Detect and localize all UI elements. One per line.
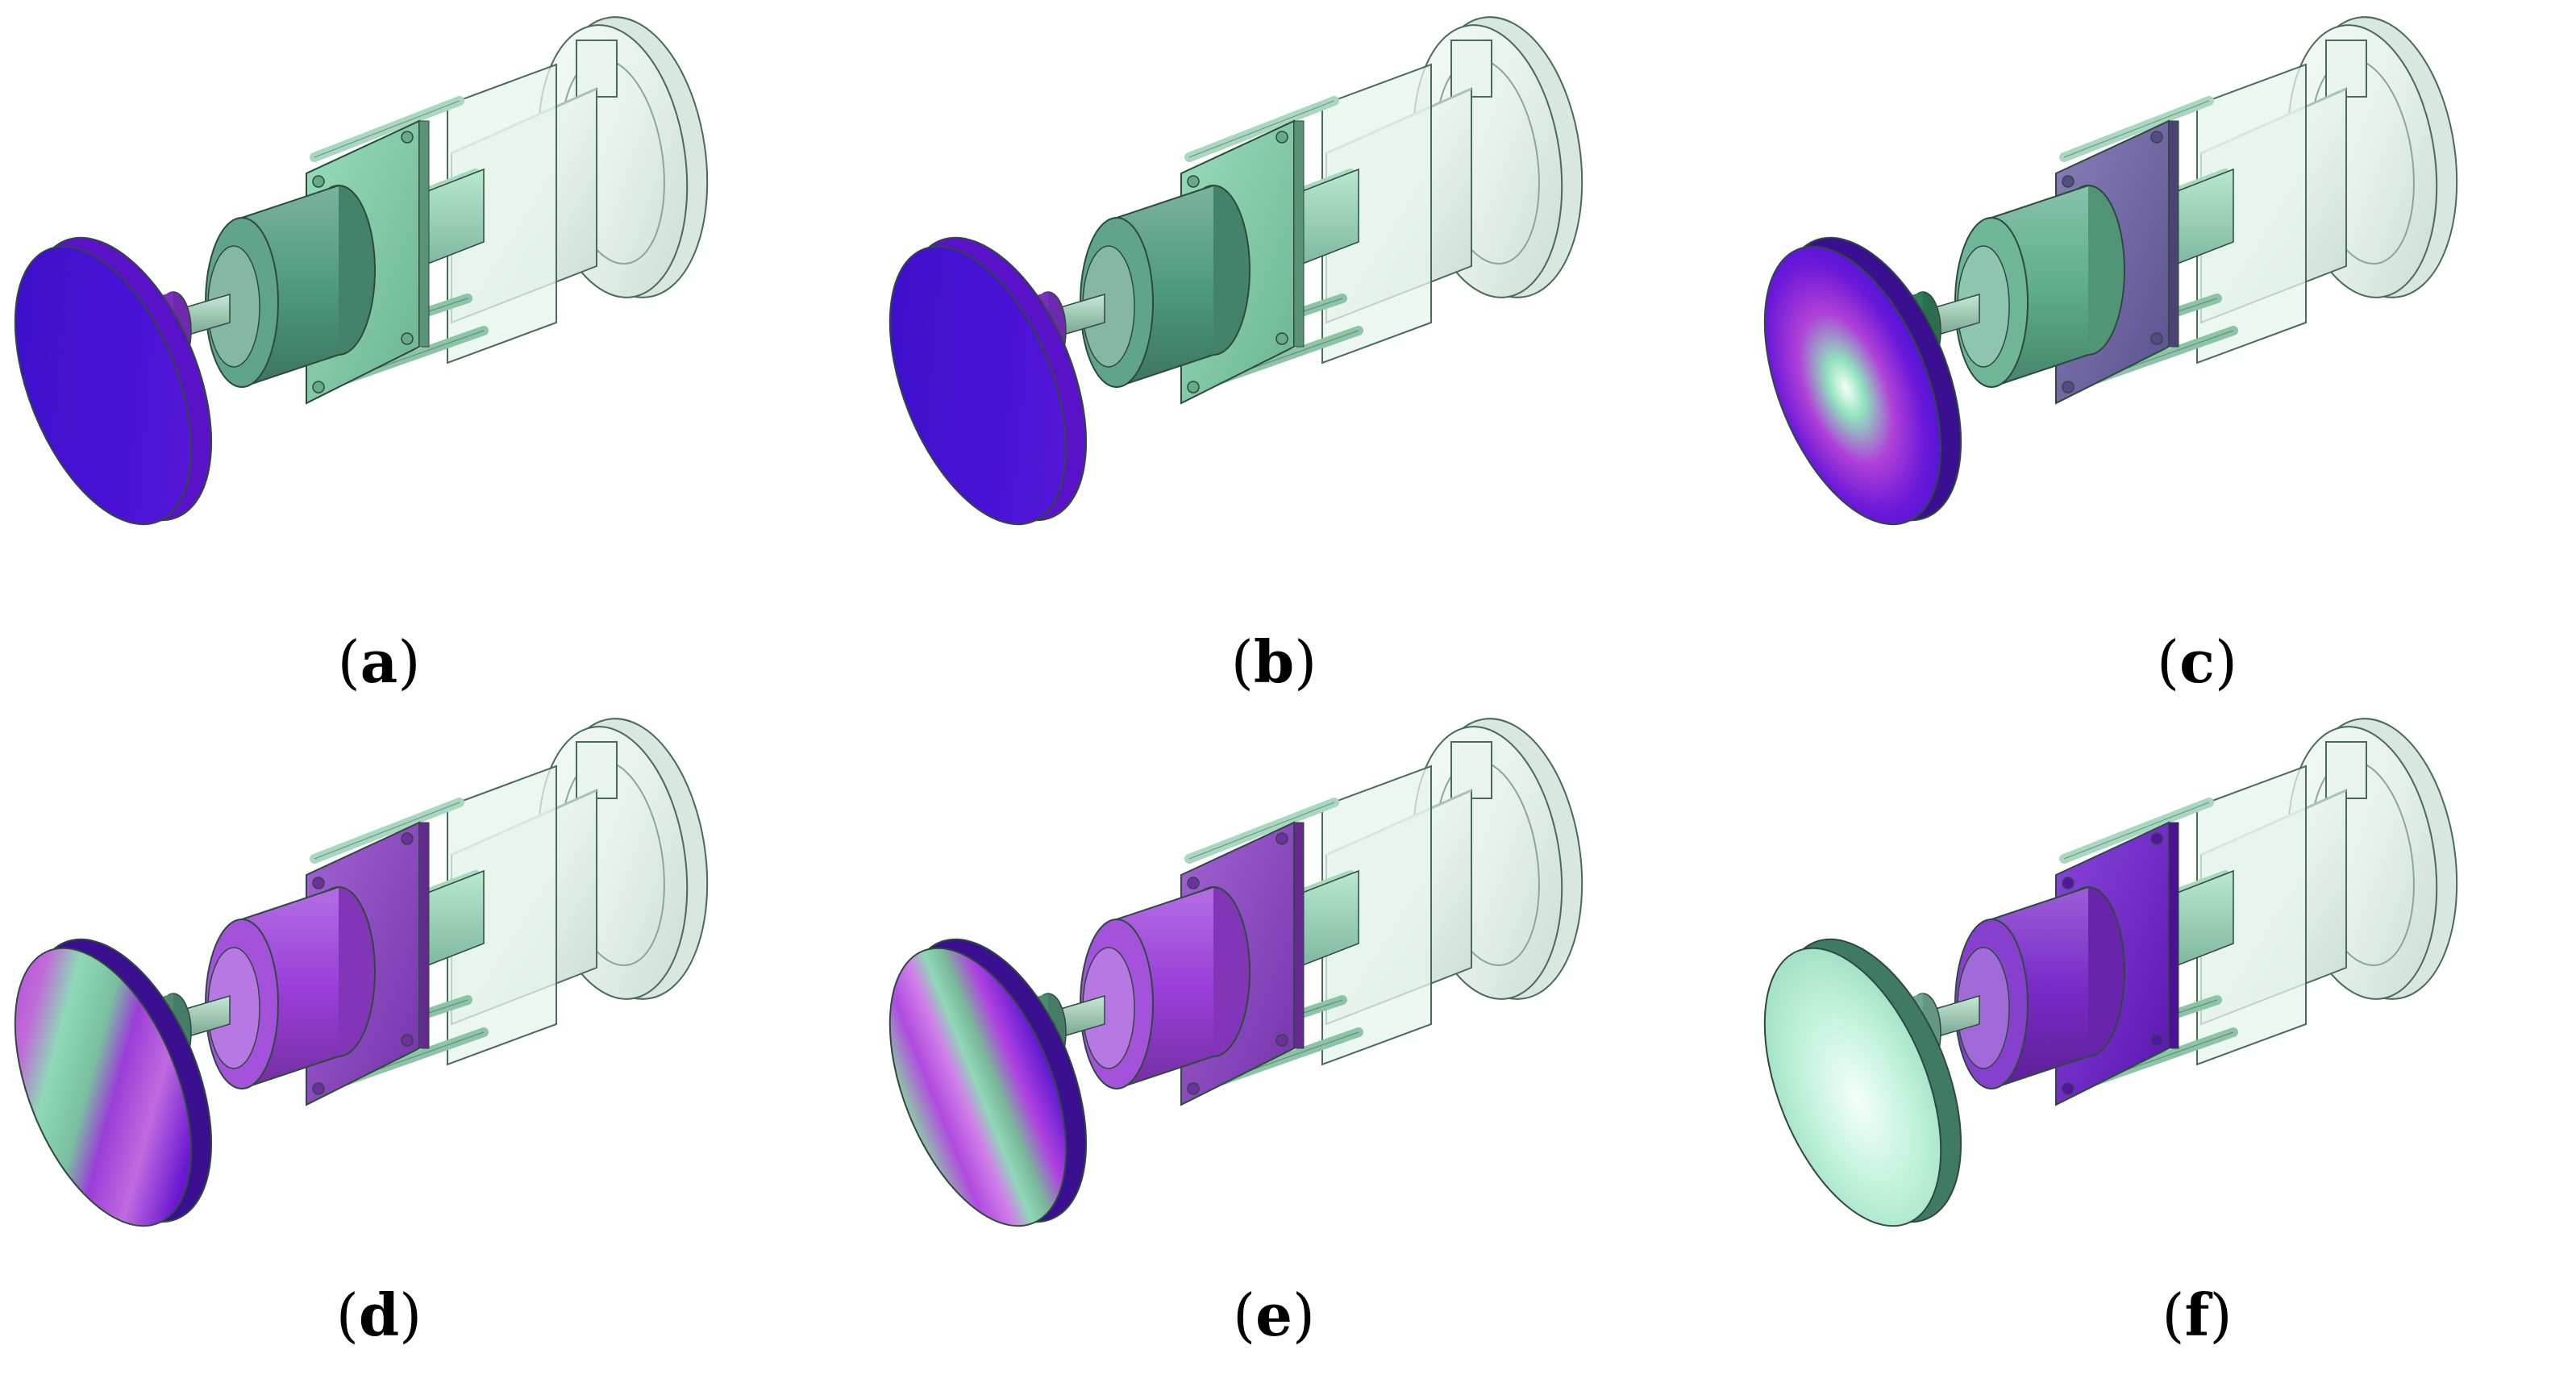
rear-plate xyxy=(447,764,557,1066)
front-plate-edge xyxy=(2168,120,2179,348)
motor-top-line xyxy=(1991,886,2089,920)
plate-bolt xyxy=(1276,332,1288,345)
plate-bolt xyxy=(401,332,414,345)
caption-paren-close: ) xyxy=(1292,1281,1315,1349)
tie-rod-outline xyxy=(1188,100,1335,158)
plate-bolt xyxy=(1187,877,1200,889)
motor-top-line xyxy=(1116,185,1214,219)
motor-bottom-line xyxy=(241,1056,339,1089)
caption-a: (a) xyxy=(258,633,500,692)
panel-d xyxy=(14,718,709,1227)
plate-bolt xyxy=(1187,1082,1200,1095)
plate-bolt xyxy=(401,131,414,144)
plate-bolt xyxy=(1276,832,1288,845)
front-plate-edge xyxy=(418,120,430,348)
caption-paren-close: ) xyxy=(1294,628,1317,696)
plate-bolt xyxy=(401,1034,414,1047)
tie-rod-outline xyxy=(2063,802,2210,860)
caption-paren-open: ( xyxy=(337,628,360,696)
caption-letter: a xyxy=(360,627,398,696)
plate-bolt xyxy=(2150,832,2163,845)
plate-bolt xyxy=(1187,381,1200,394)
plate-bolt xyxy=(312,381,325,394)
plate-bolt xyxy=(312,175,325,188)
motor-top-line xyxy=(1991,185,2089,219)
rear-tab xyxy=(576,40,618,98)
rear-plate xyxy=(1321,63,1432,364)
plate-bolt xyxy=(2150,1034,2163,1047)
caption-paren-close: ) xyxy=(2209,1281,2233,1349)
panel-b xyxy=(888,16,1583,526)
panel-f xyxy=(1763,718,2458,1227)
caption-letter: d xyxy=(358,1281,400,1349)
plate-bolt xyxy=(1276,1034,1288,1047)
motor-top-line xyxy=(241,886,339,920)
front-plate-edge xyxy=(1293,822,1305,1049)
front-plate-edge xyxy=(418,822,430,1049)
caption-f: (f) xyxy=(2076,1286,2318,1345)
disk-face xyxy=(1763,245,1942,526)
caption-d: (d) xyxy=(258,1286,500,1345)
disk-face xyxy=(888,245,1067,526)
caption-paren-close: ) xyxy=(2214,628,2238,696)
rear-plate xyxy=(447,63,557,364)
caption-letter: c xyxy=(2179,627,2215,696)
plate-bolt xyxy=(2062,877,2075,889)
plate-bolt xyxy=(2150,131,2163,144)
front-plate-edge xyxy=(1293,120,1305,348)
disk-face xyxy=(888,947,1067,1227)
motor-top-line xyxy=(1116,886,1214,920)
caption-paren-open: ( xyxy=(1230,628,1254,696)
plate-bolt xyxy=(2150,332,2163,345)
caption-e: (e) xyxy=(1153,1286,1395,1345)
plate-bolt xyxy=(2062,175,2075,188)
panel-a xyxy=(14,16,709,526)
caption-letter: b xyxy=(1253,627,1295,696)
panel-e xyxy=(888,718,1583,1227)
tie-rod-outline xyxy=(314,100,460,158)
tie-rod-outline xyxy=(1188,802,1335,860)
caption-paren-open: ( xyxy=(335,1281,359,1349)
caption-c: (c) xyxy=(2076,633,2318,692)
panel-c xyxy=(1763,16,2458,526)
front-plate-edge xyxy=(2168,822,2179,1049)
disk-face xyxy=(14,947,193,1227)
plate-bolt xyxy=(401,832,414,845)
motor-bottom-line xyxy=(1116,354,1214,388)
disk-face xyxy=(14,245,193,526)
tie-rod-outline xyxy=(314,802,460,860)
caption-letter: f xyxy=(2184,1281,2210,1349)
rear-tab xyxy=(1450,40,1492,98)
plate-bolt xyxy=(312,1082,325,1095)
plate-bolt xyxy=(312,877,325,889)
caption-paren-close: ) xyxy=(397,628,421,696)
plate-bolt xyxy=(1276,131,1288,144)
tie-rod-outline xyxy=(2063,100,2210,158)
disk-face xyxy=(1763,947,1942,1227)
plate-bolt xyxy=(2062,381,2075,394)
plate-bolt xyxy=(2062,1082,2075,1095)
motor-bottom-line xyxy=(241,354,339,388)
rear-tab xyxy=(2325,40,2367,98)
rear-tab xyxy=(2325,741,2367,799)
caption-paren-open: ( xyxy=(2156,628,2180,696)
caption-paren-open: ( xyxy=(1233,1281,1256,1349)
motor-bottom-line xyxy=(1991,354,2089,388)
caption-letter: e xyxy=(1255,1281,1292,1349)
caption-paren-close: ) xyxy=(399,1281,422,1349)
rear-plate xyxy=(1321,764,1432,1066)
caption-b: (b) xyxy=(1153,633,1395,692)
rear-plate xyxy=(2196,63,2307,364)
motor-bottom-line xyxy=(1116,1056,1214,1089)
motor-top-line xyxy=(241,185,339,219)
rear-tab xyxy=(1450,741,1492,799)
caption-paren-open: ( xyxy=(2162,1281,2185,1349)
motor-bottom-line xyxy=(1991,1056,2089,1089)
plate-bolt xyxy=(1187,175,1200,188)
rear-plate xyxy=(2196,764,2307,1066)
